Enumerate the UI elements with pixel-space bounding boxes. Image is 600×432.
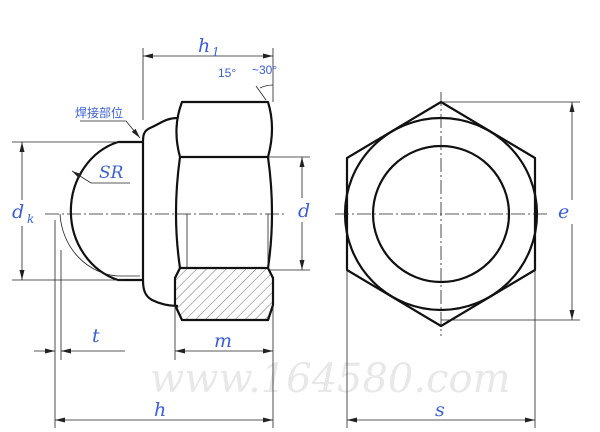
h1-label: h — [198, 35, 210, 57]
weld-position-label: 焊接部位 — [75, 105, 123, 120]
angle-15-label: 15° — [218, 66, 236, 80]
dk-label: d — [12, 201, 24, 223]
e-label: e — [558, 201, 569, 223]
t-label: t — [92, 325, 100, 347]
front-view — [335, 92, 548, 336]
section-hatch — [174, 267, 274, 321]
s-label: s — [435, 399, 445, 421]
h-label: h — [154, 399, 166, 421]
sr-label: SR — [99, 163, 124, 183]
m-label: m — [214, 330, 232, 352]
dome-cap — [69, 140, 143, 282]
angle-30-label: ~30° — [252, 63, 277, 77]
d-label: d — [298, 200, 310, 222]
watermark: www.164580.com — [150, 356, 511, 402]
flange — [141, 116, 179, 308]
dk-subscript: k — [27, 212, 34, 226]
side-view — [45, 100, 285, 322]
h1-subscript: 1 — [212, 45, 220, 59]
dimensions: h 1 15° ~30° 焊接部位 SR d k d e t m h — [10, 35, 580, 428]
